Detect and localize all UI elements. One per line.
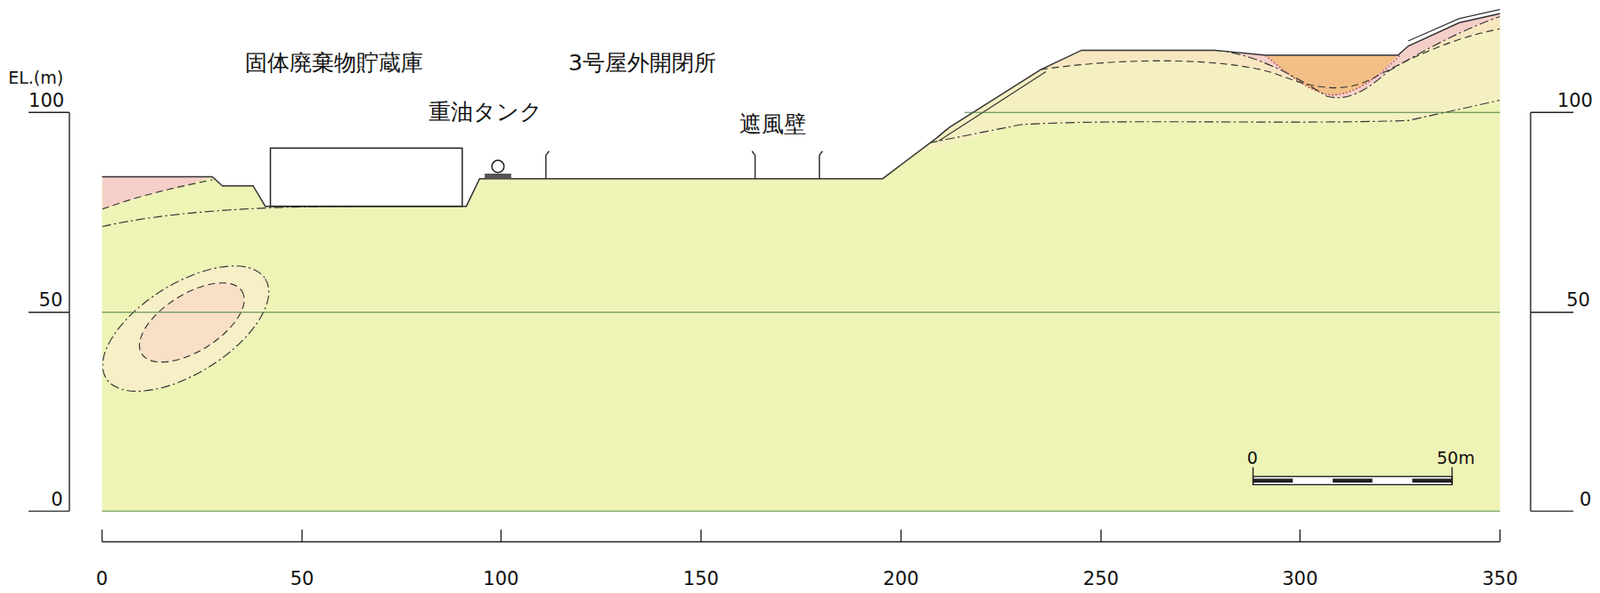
boundary [1040,28,1500,88]
el-value: 0 [1579,489,1592,511]
boundary [1214,16,1501,98]
scale-tick [1253,467,1453,485]
distance-value: 100 [482,569,519,590]
zone-inner [126,267,258,379]
el-axis [1530,112,1574,512]
el-value: 50 [39,290,64,311]
scale-bar [1253,476,1453,485]
distance-axis [102,530,1501,543]
el-value: 0 [50,489,63,511]
boundary [102,206,353,228]
el-axis [28,112,70,512]
zone-outer [81,240,289,417]
distance-value: 300 [1281,569,1318,590]
el-value: 50 [1566,290,1591,311]
scale-value: 0 [1247,448,1258,468]
facility-label: 重油タンク [428,99,543,125]
distance-value: 350 [1482,569,1519,590]
pink-layer [102,176,213,210]
wind-wall [546,151,823,180]
oil-tank [491,160,505,173]
slope-edge [938,9,1501,142]
distance-value: 0 [96,569,108,590]
distance-value: 150 [683,569,719,590]
distance-value: 50 [290,569,315,590]
scale-value: 50m [1436,448,1476,468]
pink-layer [1214,0,1501,98]
pit-boundary [1265,55,1400,96]
tank-base [484,173,512,180]
el-line [963,112,1500,114]
storage-building [270,147,463,206]
facility-label: 遮風壁 [739,112,807,138]
el-line [102,511,1501,513]
el-value: 100 [1557,90,1593,112]
axis-title: EL.(m) [8,68,64,88]
upper-band [918,0,1501,154]
facility-label: 固体廃棄物貯蔵庫 [244,50,424,76]
ground-surface [102,13,1501,206]
facility-label: 3号屋外開閉所 [568,50,717,76]
el-value: 100 [28,90,65,112]
distance-value: 200 [882,569,919,590]
scale-bar-fill [1253,478,1453,483]
el-line [102,311,1501,313]
boundary [102,179,213,210]
distance-value: 250 [1083,569,1119,590]
boundary [928,100,1500,144]
